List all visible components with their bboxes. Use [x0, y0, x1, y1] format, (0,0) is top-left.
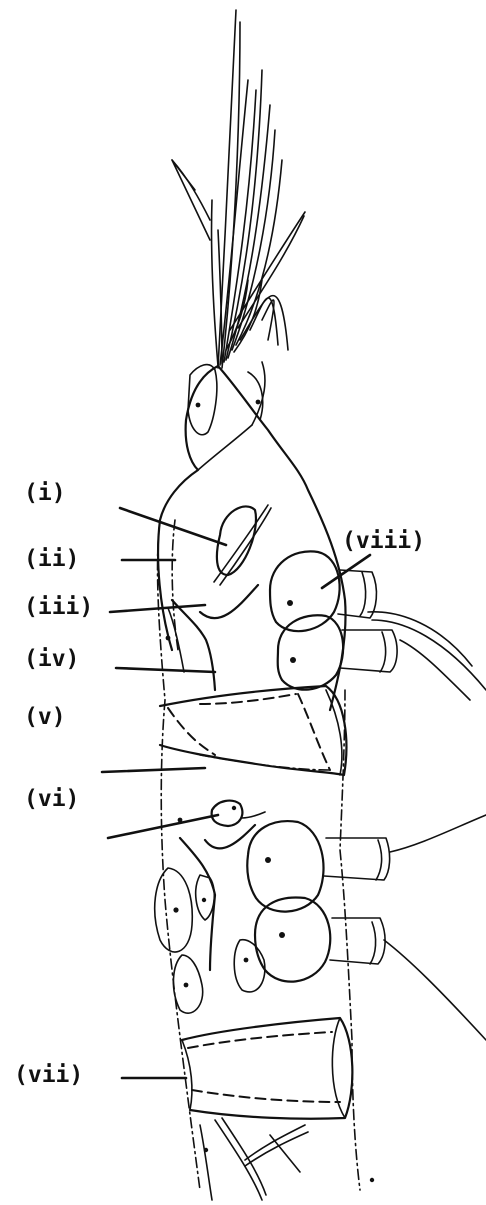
leader-iv [116, 668, 215, 672]
label-iii: (iii) [24, 596, 93, 619]
flask-organ-lower [247, 815, 486, 912]
structure-iii-v [166, 585, 258, 690]
label-v: (v) [24, 706, 66, 729]
leader-v [102, 768, 205, 772]
label-iv: (iv) [24, 648, 79, 671]
label-i: (i) [24, 482, 66, 505]
flask-organ-lower-2 [255, 897, 486, 1040]
leader-vi [108, 815, 218, 838]
structure-vi [178, 801, 265, 826]
label-viii: (viii) [342, 530, 425, 553]
label-ii: (ii) [24, 548, 79, 571]
label-vi: (vi) [24, 788, 79, 811]
segment-vii [182, 1018, 352, 1119]
leader-lines [102, 508, 370, 1078]
label-vii: (vii) [14, 1064, 83, 1087]
flask-organ-upper [270, 551, 486, 690]
basal-hairs [200, 1118, 374, 1200]
body-outline [158, 362, 360, 1190]
leader-iii [110, 605, 205, 612]
hair-tuft [172, 10, 305, 368]
segment-iv [160, 686, 346, 775]
